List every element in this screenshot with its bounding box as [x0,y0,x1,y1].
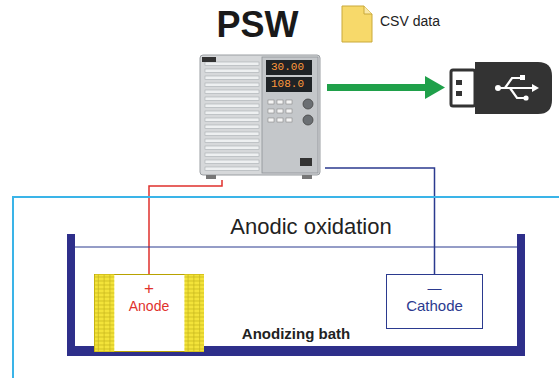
region-title: Anodic oxidation [14,214,559,240]
polarity-sign: + [94,280,204,298]
process-region: Anodic oxidationAnodizing bath+Anode—Cat… [12,196,559,378]
electrode-label: Anode [94,298,204,315]
liquid-surface [75,247,517,248]
wire-connector [149,180,222,274]
electrode-label: Cathode [387,297,482,315]
display-reading: 30.00 [271,61,304,74]
green-arrow [327,76,445,99]
cathode-plate: —Cathode [386,274,483,329]
file-label: CSV data [380,13,440,29]
power-supply: PSW [190,0,325,180]
anodizing-bath: Anodizing bath+Anode—Cathode [67,234,525,358]
anode-plate: +Anode [94,274,204,352]
folder-icon [342,6,372,42]
display-reading: 108.0 [271,78,304,91]
polarity-sign: — [387,279,482,297]
usb-stick [451,62,552,114]
device-name: PSW [190,4,325,46]
